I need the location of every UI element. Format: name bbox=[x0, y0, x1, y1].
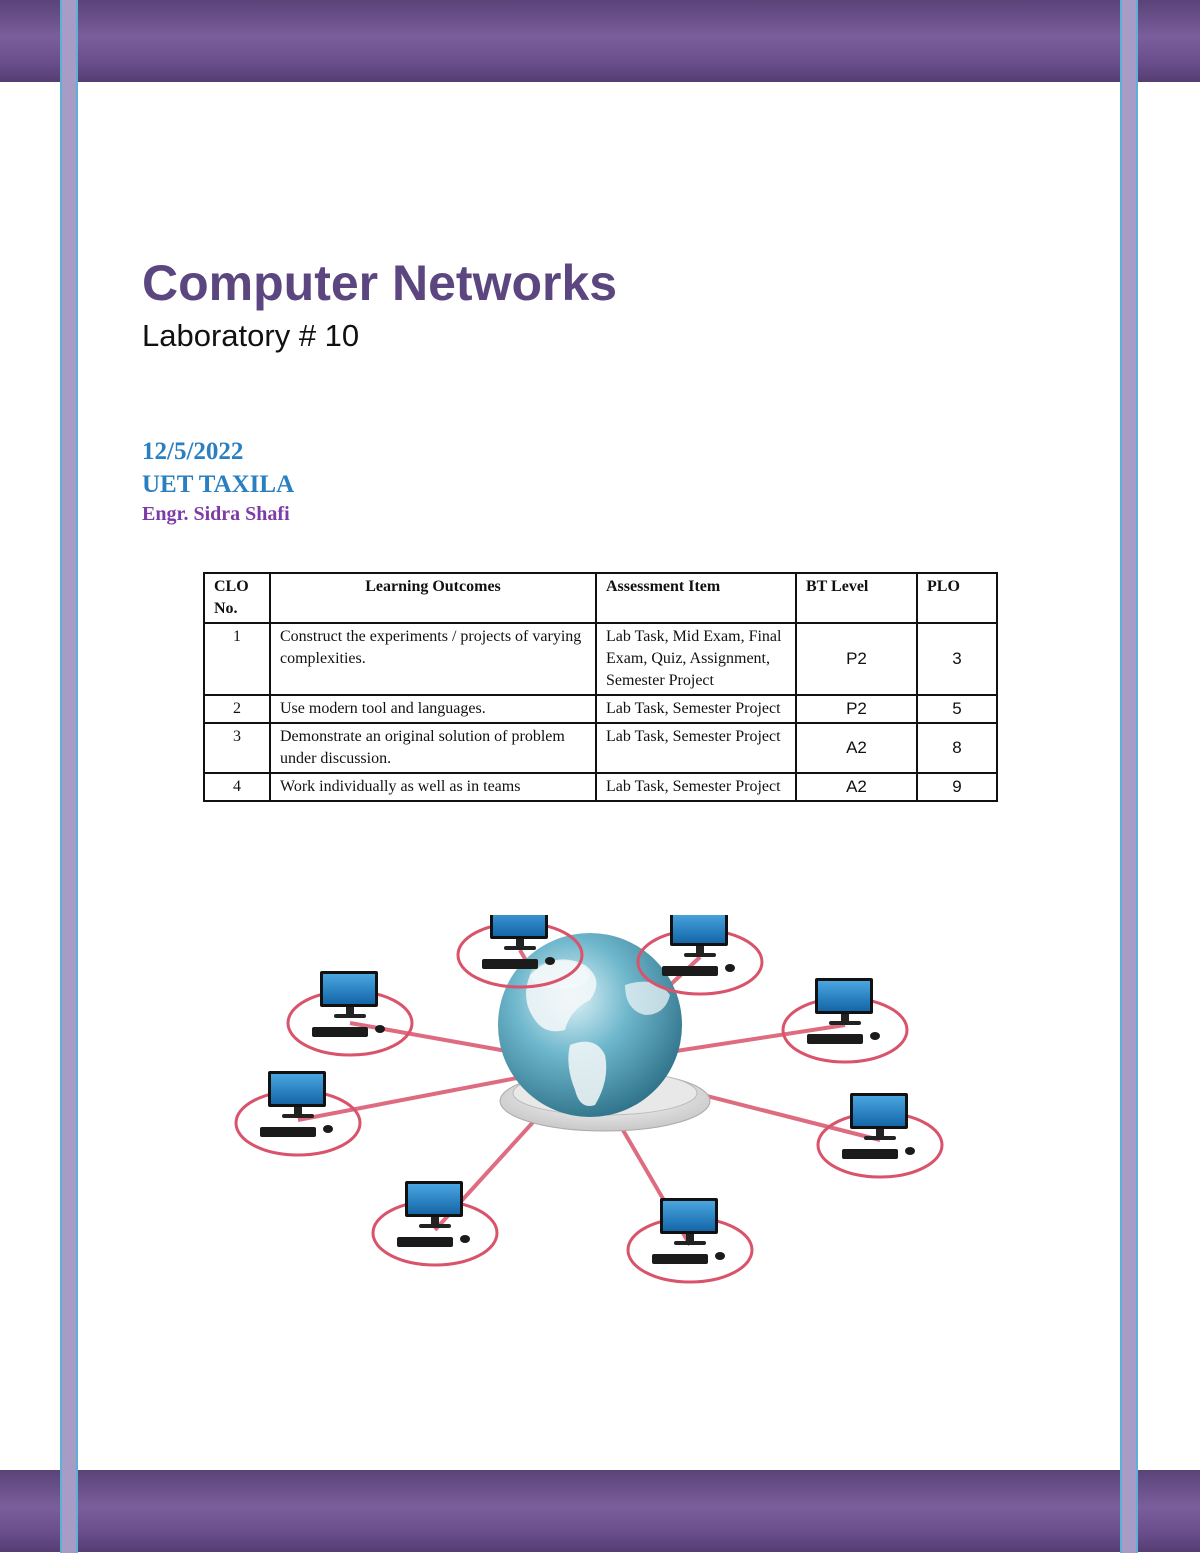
computer-network-globe-icon bbox=[234, 915, 944, 1284]
clo-number: 1 bbox=[203, 622, 271, 696]
learning-outcome: Work individually as well as in teams bbox=[269, 772, 597, 802]
assessment-item: Lab Task, Semester Project bbox=[595, 722, 797, 774]
clo-number: 4 bbox=[203, 772, 271, 802]
header-assessment-item: Assessment Item bbox=[595, 572, 797, 624]
bt-level: A2 bbox=[795, 722, 918, 774]
header-bt-level: BT Level bbox=[795, 572, 918, 624]
header-clo-no: CLO No. bbox=[203, 572, 271, 624]
bt-level: A2 bbox=[795, 772, 918, 802]
clo-table-header-row: CLO No. Learning Outcomes Assessment Ite… bbox=[203, 572, 998, 624]
clo-number: 3 bbox=[203, 722, 271, 774]
assessment-item: Lab Task, Semester Project bbox=[595, 694, 797, 724]
plo-value: 5 bbox=[916, 694, 998, 724]
table-row: 3 Demonstrate an original solution of pr… bbox=[203, 722, 998, 774]
institution-name: UET TAXILA bbox=[142, 471, 295, 498]
table-row: 2 Use modern tool and languages. Lab Tas… bbox=[203, 694, 998, 724]
table-row: 4 Work individually as well as in teams … bbox=[203, 772, 998, 802]
bt-level: P2 bbox=[795, 694, 918, 724]
learning-outcome: Use modern tool and languages. bbox=[269, 694, 597, 724]
plo-value: 3 bbox=[916, 622, 998, 696]
bt-level: P2 bbox=[795, 622, 918, 696]
left-border-rail bbox=[60, 0, 78, 1553]
assessment-item: Lab Task, Mid Exam, Final Exam, Quiz, As… bbox=[595, 622, 797, 696]
assessment-item: Lab Task, Semester Project bbox=[595, 772, 797, 802]
clo-number: 2 bbox=[203, 694, 271, 724]
header-plo: PLO bbox=[916, 572, 998, 624]
header-learning-outcomes: Learning Outcomes bbox=[269, 572, 597, 624]
learning-outcome: Construct the experiments / projects of … bbox=[269, 622, 597, 696]
right-border-rail bbox=[1120, 0, 1138, 1553]
document-title: Computer Networks bbox=[142, 255, 618, 311]
table-row: 1 Construct the experiments / projects o… bbox=[203, 622, 998, 696]
plo-value: 8 bbox=[916, 722, 998, 774]
learning-outcome: Demonstrate an original solution of prob… bbox=[269, 722, 597, 774]
document-subtitle: Laboratory # 10 bbox=[142, 318, 360, 353]
header-band bbox=[0, 0, 1200, 82]
document-date: 12/5/2022 bbox=[142, 438, 244, 465]
footer-band bbox=[0, 1470, 1200, 1552]
plo-value: 9 bbox=[916, 772, 998, 802]
author-name: Engr. Sidra Shafi bbox=[142, 503, 290, 525]
clo-table: CLO No. Learning Outcomes Assessment Ite… bbox=[203, 572, 998, 802]
